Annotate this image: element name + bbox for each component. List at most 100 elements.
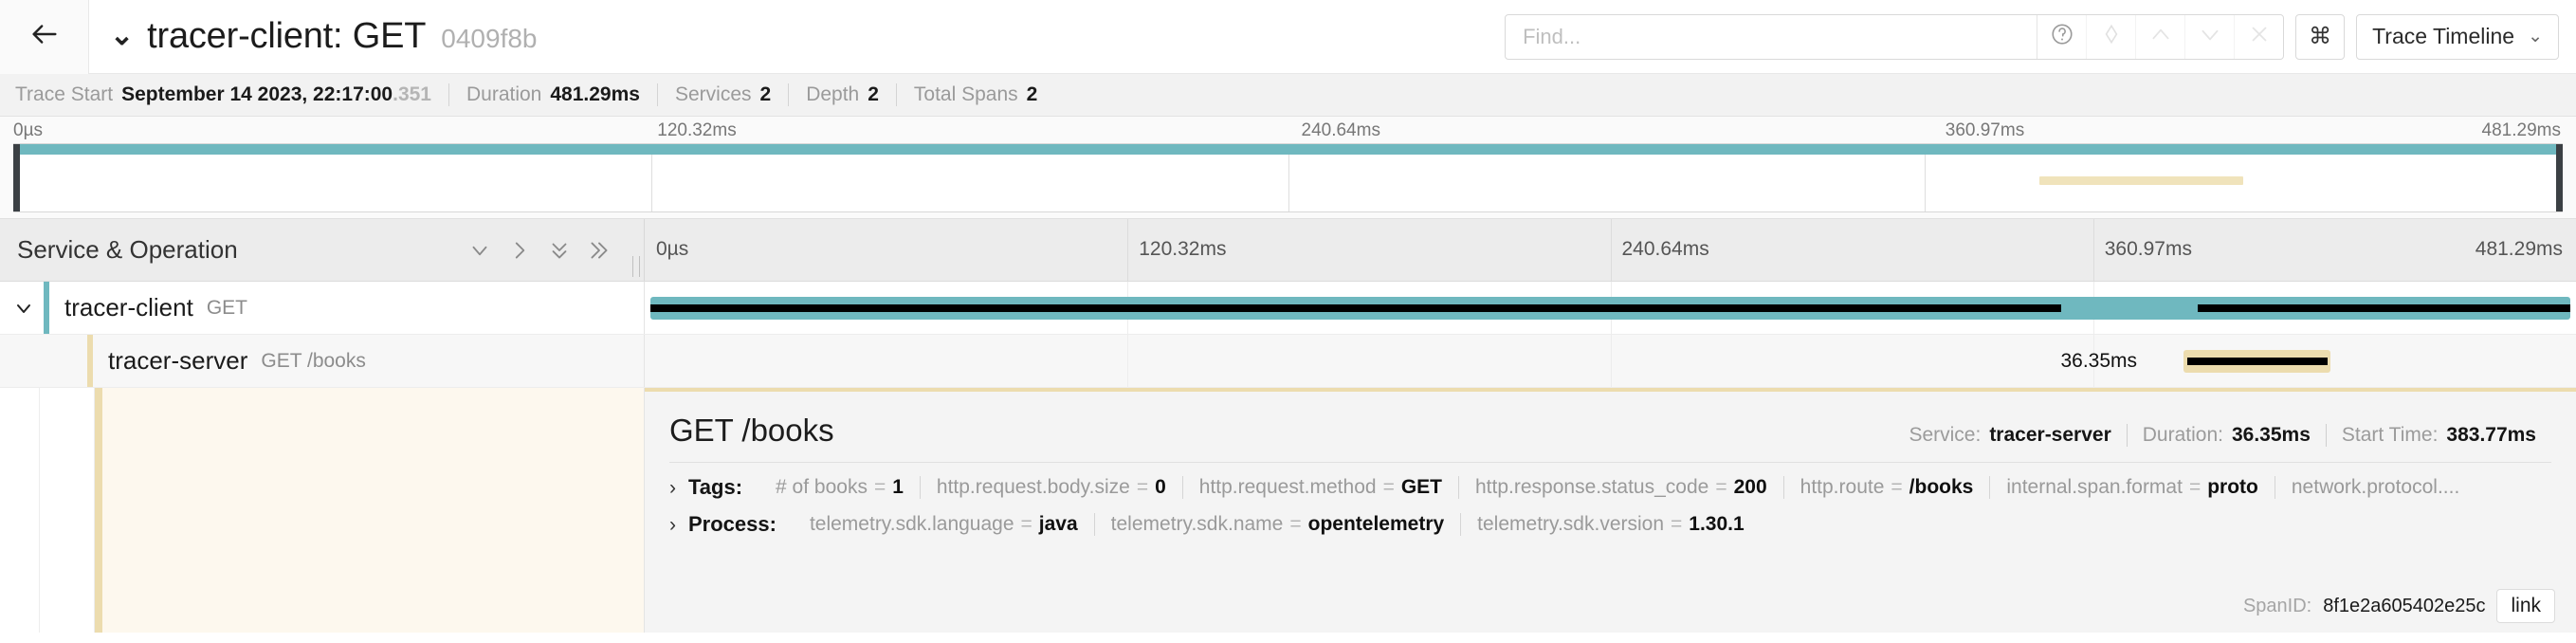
- collapse-all-icon[interactable]: [579, 230, 619, 270]
- span-service-color-bar: [87, 335, 93, 387]
- tag-equals: =: [1020, 513, 1032, 535]
- span-service-color-bar: [44, 282, 49, 334]
- timeline-tick-label: 481.29ms: [2475, 238, 2563, 260]
- detail-gutter-fill: [102, 388, 644, 633]
- search-prev-button[interactable]: [2135, 14, 2185, 59]
- span-bar-wrapper[interactable]: [650, 296, 2570, 320]
- timeline-gridline: [1610, 219, 1612, 281]
- timeline-gridline: [1127, 219, 1129, 281]
- detail-meta-duration: Duration: 36.35ms: [2126, 424, 2326, 447]
- span-operation-name: GET: [206, 296, 247, 319]
- tag-item: telemetry.sdk.version=1.30.1: [1460, 513, 1761, 536]
- search-clear-button[interactable]: [2234, 14, 2284, 59]
- span-expand-caret-down-icon[interactable]: [4, 297, 44, 320]
- tag-value: 1: [892, 476, 904, 498]
- span-id-label: SpanID:: [2242, 595, 2312, 616]
- meta-trace-start: Trace Start September 14 2023, 22:17:00.…: [15, 83, 448, 106]
- tag-key: telemetry.sdk.name: [1110, 513, 1284, 535]
- expand-one-icon[interactable]: [460, 230, 500, 270]
- timeline-tick-label: 240.64ms: [1621, 238, 1709, 260]
- process-heading: Process:: [688, 512, 776, 536]
- span-bar-wrapper[interactable]: [2183, 349, 2331, 373]
- tag-item: internal.span.format= proto: [1989, 476, 2275, 499]
- search-marker-button[interactable]: [2086, 14, 2136, 59]
- meta-fraction: .351: [393, 83, 431, 105]
- question-circle-icon: [2050, 22, 2074, 51]
- span-link-button[interactable]: link: [2496, 589, 2555, 623]
- tag-key: http.request.method: [1198, 476, 1377, 498]
- tag-equals: =: [2188, 476, 2201, 498]
- detail-gutter-col-2: [40, 388, 95, 633]
- detail-meta-value: 383.77ms: [2446, 424, 2536, 446]
- search-input[interactable]: [1506, 14, 2037, 59]
- meta-label: Duration: [466, 83, 542, 105]
- collapse-controls: [460, 230, 644, 270]
- title-collapse-caret-icon[interactable]: ⌄: [110, 20, 135, 51]
- command-key-icon: ⌘: [2309, 24, 2332, 49]
- detail-meta-service: Service: tracer-server: [1893, 424, 2126, 447]
- tag-equals: =: [1289, 513, 1302, 535]
- minimap-tick: 0µs: [13, 120, 44, 140]
- minimap-drag-handle-right[interactable]: [2556, 144, 2563, 211]
- tag-key: internal.span.format: [2006, 476, 2183, 498]
- minimap-gridline: [650, 155, 652, 211]
- expand-all-icon[interactable]: [539, 230, 579, 270]
- column-resize-handle[interactable]: [632, 256, 640, 277]
- detail-meta-value: tracer-server: [1989, 424, 2111, 446]
- meta-depth: Depth 2: [788, 83, 896, 106]
- detail-meta-label: Service:: [1909, 424, 1982, 446]
- span-id-value: 8f1e2a605402e25c: [2323, 595, 2486, 616]
- meta-value: 481.29ms: [550, 83, 640, 105]
- minimap-canvas[interactable]: [13, 143, 2563, 212]
- span-duration-label: 36.35ms: [2060, 349, 2138, 372]
- tag-value: opentelemetry: [1307, 513, 1445, 535]
- process-expand-caret-icon[interactable]: ›: [669, 513, 676, 536]
- detail-meta-label: Duration:: [2142, 424, 2223, 446]
- close-icon: [2247, 22, 2272, 51]
- timeline-tick-label: 360.97ms: [2104, 238, 2192, 260]
- minimap-gridline: [1288, 155, 1289, 211]
- meta-value: 2: [1026, 83, 1038, 105]
- minimap-tick: 360.97ms: [1945, 120, 2025, 140]
- header-controls: ⌘ Trace Timeline ⌄: [1505, 13, 2576, 60]
- tag-item: telemetry.sdk.name=opentelemetry: [1093, 513, 1461, 536]
- search-next-button[interactable]: [2184, 14, 2235, 59]
- chevron-down-icon: [2198, 22, 2222, 51]
- back-button[interactable]: [0, 0, 89, 74]
- chevron-up-icon: [2148, 22, 2173, 51]
- minimap-drag-handle-left[interactable]: [13, 144, 20, 211]
- collapse-one-icon[interactable]: [500, 230, 539, 270]
- tags-expand-caret-icon[interactable]: ›: [669, 476, 676, 499]
- search-help-button[interactable]: [2037, 14, 2087, 59]
- tags-heading: Tags:: [688, 475, 743, 499]
- tag-equals: =: [1715, 476, 1727, 498]
- meta-value: 2: [759, 83, 772, 105]
- meta-value: September 14 2023, 22:17:00.351: [121, 83, 431, 105]
- minimap-tick: 120.32ms: [657, 120, 737, 140]
- span-row-timeline[interactable]: [645, 282, 2576, 334]
- tag-key: http.response.status_code: [1475, 476, 1709, 498]
- detail-body: GET /books Service: tracer-server Durati…: [645, 388, 2576, 633]
- tag-equals: =: [1136, 476, 1149, 498]
- detail-header-row: GET /books Service: tracer-server Durati…: [645, 413, 2576, 449]
- span-row-gridline: [1610, 335, 1612, 387]
- detail-footer: SpanID: 8f1e2a605402e25c link: [2243, 589, 2555, 623]
- tag-item: http.route=/books: [1782, 476, 1990, 499]
- tag-equals: =: [1382, 476, 1395, 498]
- diamond-icon: [2099, 22, 2124, 51]
- tag-value: proto: [2207, 476, 2258, 498]
- keyboard-shortcuts-button[interactable]: ⌘: [2295, 13, 2346, 60]
- view-mode-select[interactable]: Trace Timeline ⌄: [2356, 13, 2559, 60]
- trace-id: 0409f8b: [441, 24, 538, 53]
- span-row-timeline[interactable]: 36.35ms: [645, 335, 2576, 387]
- detail-accent-bar: [95, 388, 102, 633]
